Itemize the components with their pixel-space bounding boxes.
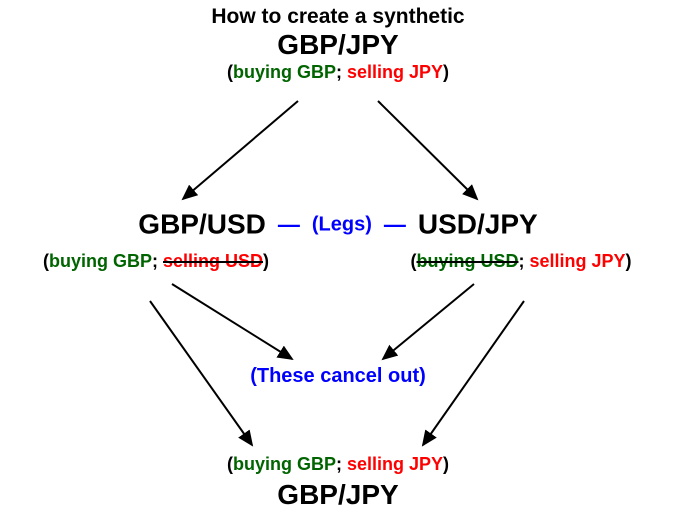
selling-jpy-text: selling JPY bbox=[346, 454, 444, 474]
paren-open: ( bbox=[42, 251, 49, 271]
separator: ; bbox=[518, 251, 530, 271]
diagram-title: How to create a synthetic bbox=[211, 5, 465, 28]
arrow-top-to-usdjpy bbox=[377, 100, 479, 201]
synthetic-pair-label: GBP/JPY bbox=[277, 29, 399, 60]
paren-open: ( bbox=[410, 251, 417, 271]
legs-row: GBP/USD — (Legs) — USD/JPY bbox=[0, 206, 676, 242]
arrow-right-to-cancel bbox=[381, 283, 475, 361]
cancel-note: (These cancel out) bbox=[250, 365, 426, 387]
buying-gbp-text: buying GBP bbox=[48, 251, 152, 271]
paren-close: ) bbox=[625, 251, 632, 271]
separator: ; bbox=[151, 251, 163, 271]
usdjpy-detail: (buying USD; selling JPY) bbox=[366, 249, 676, 273]
dash-left: — bbox=[277, 211, 300, 237]
header-detail: (buying GBP; selling JPY) bbox=[0, 60, 676, 84]
dash-right: — bbox=[383, 211, 406, 237]
legs-label: (Legs) bbox=[311, 213, 372, 236]
result-detail: (buying GBP; selling JPY) bbox=[0, 452, 676, 476]
separator: ; bbox=[335, 62, 347, 82]
separator: ; bbox=[335, 454, 347, 474]
paren-close: ) bbox=[263, 251, 270, 271]
usdjpy-pair-label: USD/JPY bbox=[417, 208, 538, 240]
paren-open: ( bbox=[226, 454, 233, 474]
buying-gbp-text: buying GBP bbox=[232, 62, 336, 82]
result-pair-label: GBP/JPY bbox=[277, 479, 399, 510]
selling-usd-struck-text: selling USD bbox=[162, 251, 264, 271]
paren-close: ) bbox=[443, 62, 450, 82]
arrow-left-to-cancel bbox=[171, 283, 294, 361]
paren-open: ( bbox=[226, 62, 233, 82]
arrow-top-to-gbpusd bbox=[181, 100, 299, 201]
gbpusd-pair-label: GBP/USD bbox=[138, 208, 266, 240]
paren-close: ) bbox=[443, 454, 450, 474]
selling-jpy-text: selling JPY bbox=[529, 251, 626, 271]
gbpusd-detail: (buying GBP; selling USD) bbox=[0, 249, 312, 273]
buying-gbp-text: buying GBP bbox=[232, 454, 336, 474]
buying-usd-struck-text: buying USD bbox=[416, 251, 519, 271]
selling-jpy-text: selling JPY bbox=[346, 62, 444, 82]
